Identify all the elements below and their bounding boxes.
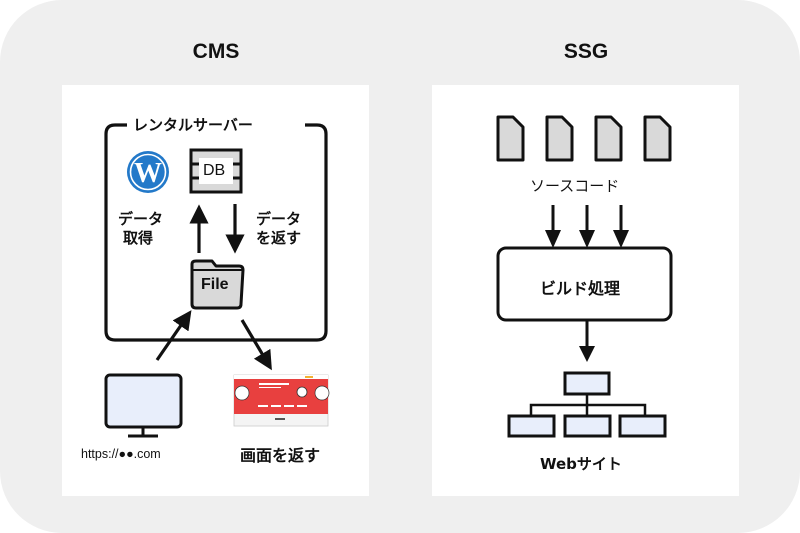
document-icon	[643, 115, 672, 162]
screen-return-label: 画面を返す	[240, 446, 321, 465]
rental-server-label: レンタルサーバー	[133, 116, 253, 134]
document-icon	[545, 115, 574, 162]
cms-title: CMS	[192, 40, 240, 63]
website-label: Webサイト	[540, 455, 622, 473]
build-to-website-arrow	[579, 320, 595, 362]
document-icon	[496, 115, 525, 162]
svg-text:W: W	[134, 158, 162, 189]
source-to-build-arrow	[545, 205, 561, 248]
return-label-line1: データ	[256, 210, 302, 228]
build-process-box	[496, 246, 673, 322]
response-arrow	[240, 319, 272, 371]
return-data-label: データ を返す	[256, 210, 301, 248]
fetch-label-line1: データ	[118, 210, 164, 228]
source-to-build-arrow	[579, 205, 595, 248]
sitemap-icon	[507, 371, 667, 438]
wordpress-logo-icon: W	[127, 151, 169, 193]
webpage-screenshot	[233, 374, 330, 427]
document-icon	[594, 115, 623, 162]
request-arrow	[155, 310, 192, 361]
database-icon	[189, 148, 243, 194]
source-to-build-arrow	[613, 205, 629, 248]
fetch-label-line2: 取得	[123, 229, 154, 247]
folder-icon	[190, 259, 245, 310]
url-label: https://●●.com	[81, 447, 161, 461]
fetch-data-label: データ 取得	[118, 210, 163, 248]
source-code-label: ソースコード	[530, 177, 620, 195]
monitor-icon	[104, 373, 183, 438]
file-label: File	[201, 276, 229, 293]
build-process-label: ビルド処理	[540, 279, 621, 298]
db-label: DB	[203, 162, 226, 179]
return-label-line2: を返す	[256, 229, 302, 247]
ssg-title: SSG	[563, 40, 609, 63]
rental-server-box	[104, 123, 328, 342]
